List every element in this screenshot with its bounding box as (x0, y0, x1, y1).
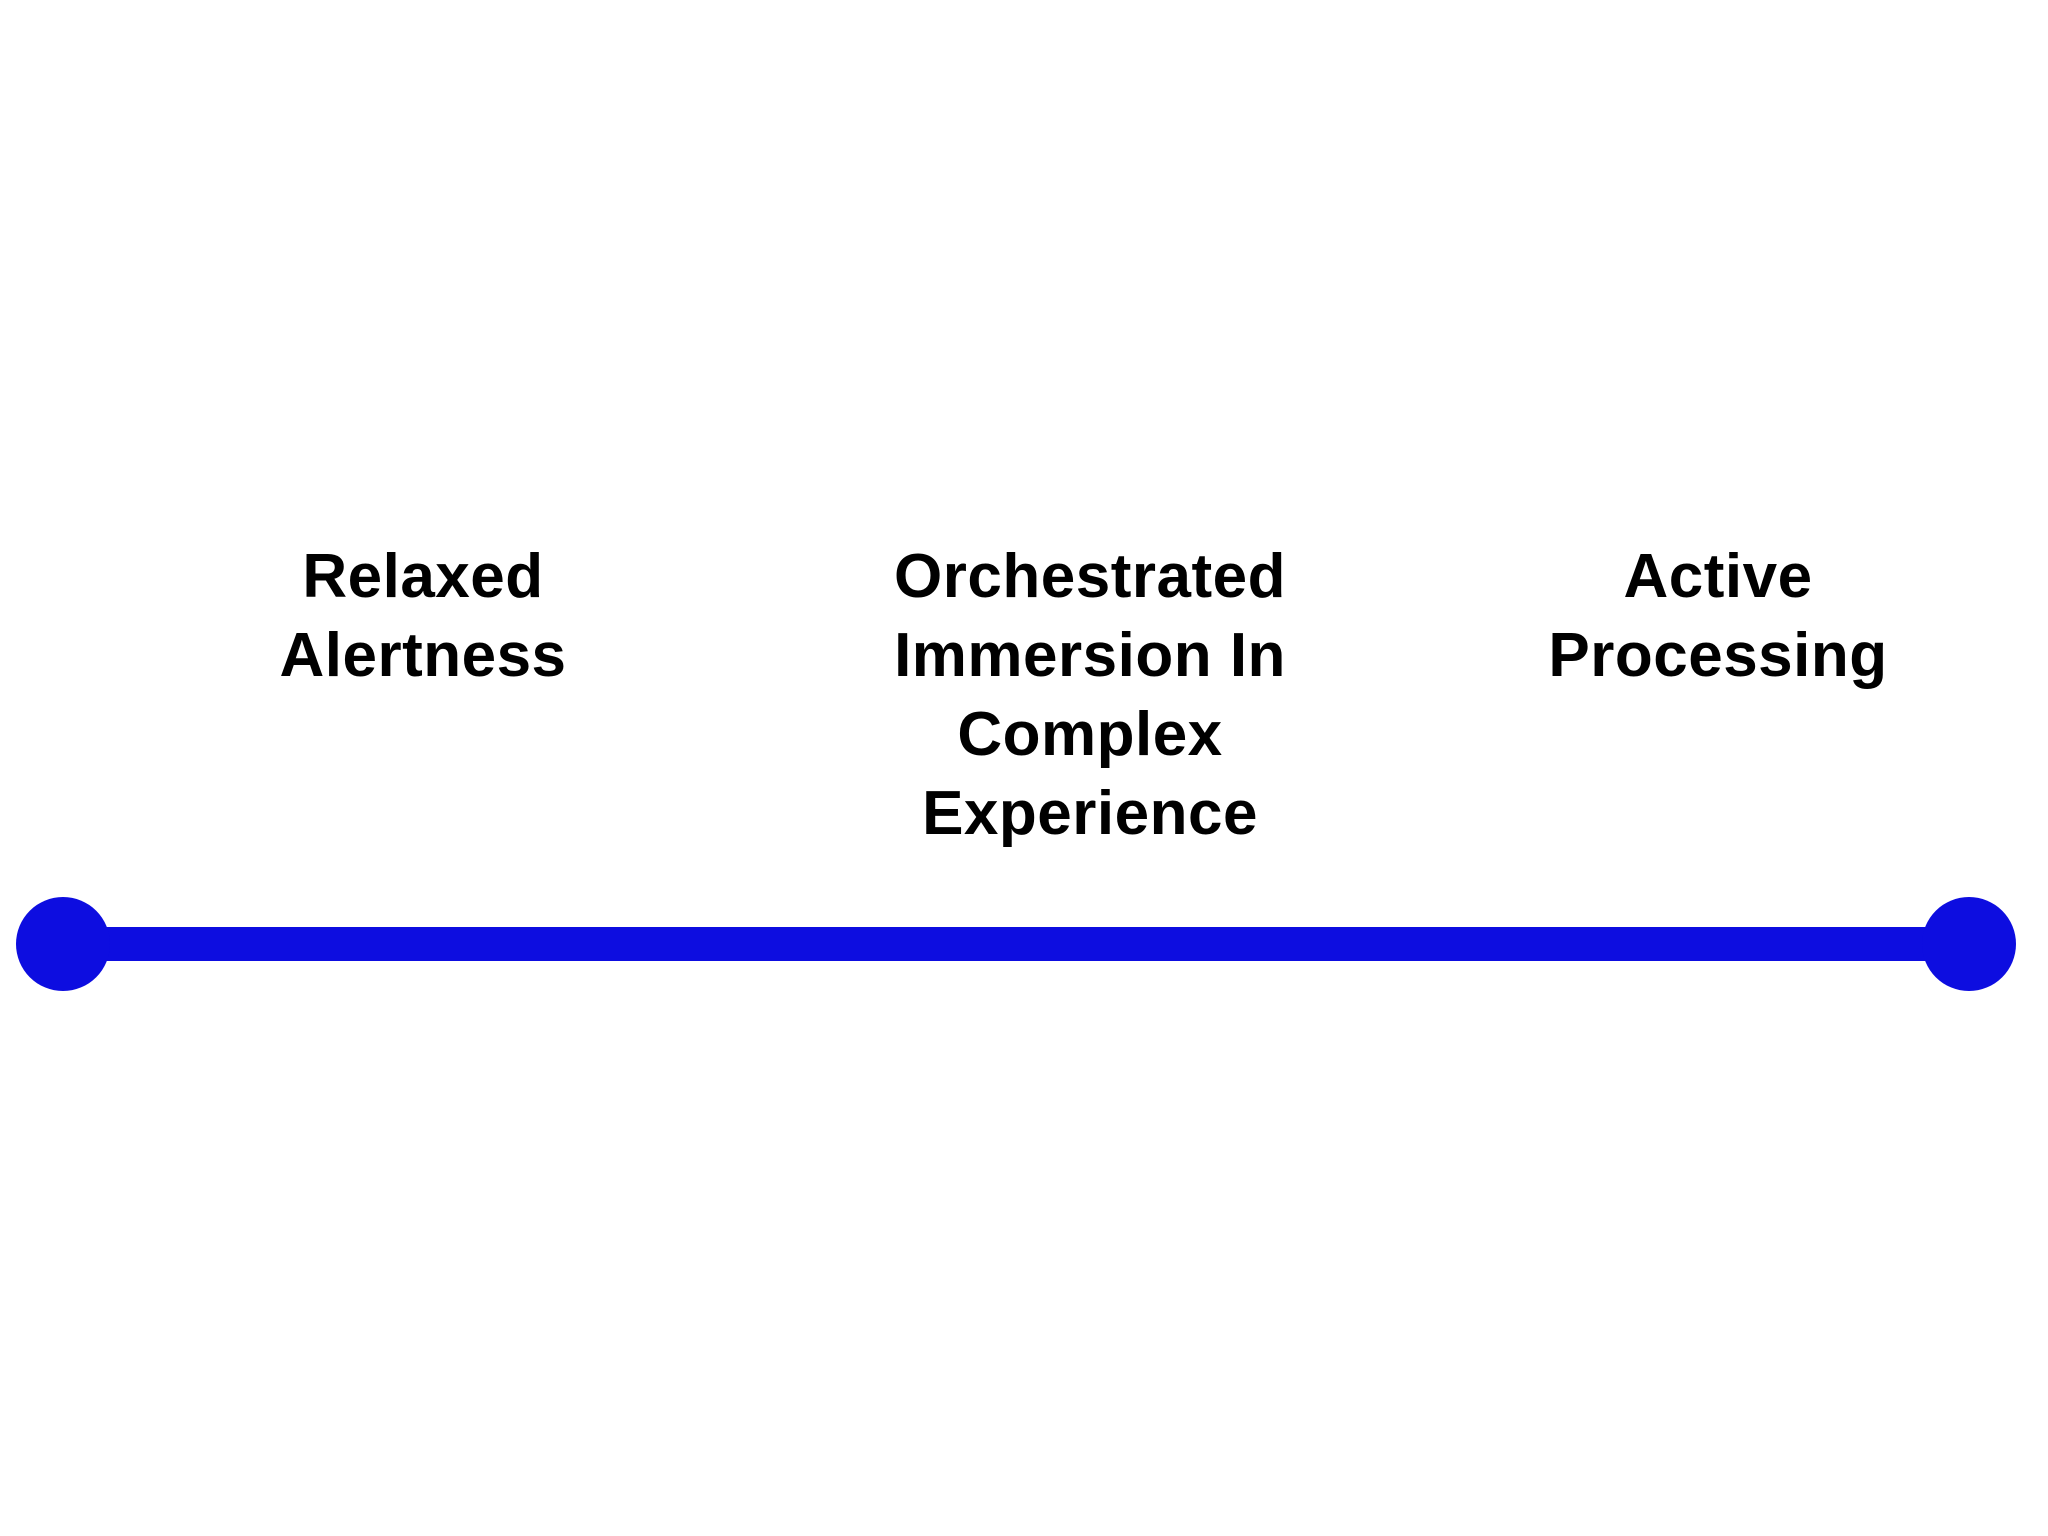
label-line: Complex (957, 700, 1223, 769)
label-line: Active (1623, 542, 1813, 611)
right-endpoint-dot (1922, 897, 2016, 991)
label-line: Relaxed (302, 542, 544, 611)
continuum-line (63, 927, 1969, 961)
label-line: Alertness (279, 621, 567, 690)
label-active-processing: Active Processing (1548, 537, 1887, 695)
label-orchestrated-immersion: Orchestrated Immersion In Complex Experi… (894, 537, 1286, 853)
left-endpoint-dot (16, 897, 110, 991)
label-relaxed-alertness: Relaxed Alertness (279, 537, 566, 695)
label-line: Orchestrated (894, 542, 1286, 611)
label-line: Processing (1548, 621, 1888, 690)
label-line: Experience (922, 779, 1258, 848)
label-line: Immersion In (894, 621, 1286, 690)
